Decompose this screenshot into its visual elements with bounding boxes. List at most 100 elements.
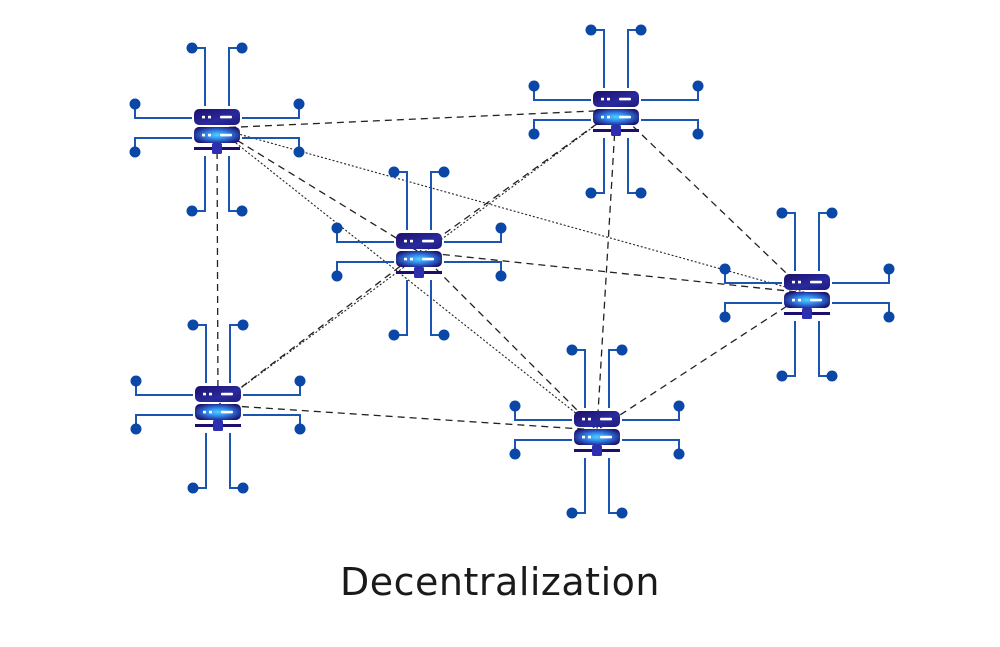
- link-A-D-dotted: [216, 127, 808, 294]
- server-led: [404, 257, 407, 261]
- circuit-dot: [566, 344, 578, 356]
- circuit-dot: [130, 375, 142, 387]
- circuit-trace: [622, 439, 680, 454]
- circuit-trace: [134, 104, 192, 119]
- circuit-dot: [826, 207, 838, 219]
- circuit-dot: [236, 205, 248, 217]
- server-led: [798, 298, 801, 302]
- circuit-trace: [430, 280, 444, 336]
- circuit-trace: [641, 119, 699, 134]
- server-led: [202, 115, 205, 119]
- circuit-dot: [236, 42, 248, 54]
- link-C-E-dashed: [217, 251, 420, 406]
- server-icon: [784, 274, 830, 319]
- circuit-dot: [719, 311, 731, 323]
- server-connector: [414, 267, 424, 278]
- circuit-dot: [129, 98, 141, 110]
- circuit-trace: [608, 349, 622, 408]
- circuit-trace: [608, 458, 622, 514]
- circuit-trace: [782, 321, 796, 377]
- circuit-dot: [187, 482, 199, 494]
- server-led: [202, 133, 205, 137]
- link-A-B-dashed: [216, 109, 617, 129]
- server-icon: [396, 233, 442, 278]
- circuit-trace: [782, 212, 796, 271]
- server-led: [410, 257, 413, 261]
- server-led: [588, 417, 591, 421]
- links-layer: [216, 109, 808, 431]
- server-led: [203, 392, 206, 396]
- server-center-node: [331, 166, 507, 341]
- circuit-trace: [818, 212, 832, 271]
- circuit-dot: [331, 222, 343, 234]
- link-C-F-dashed: [418, 251, 598, 431]
- circuit-trace: [533, 119, 591, 134]
- server-icon: [194, 109, 240, 154]
- circuit-dot: [294, 375, 306, 387]
- server-slot: [422, 257, 434, 261]
- diagram-title: Decentralization: [340, 560, 660, 604]
- circuit-dot: [438, 166, 450, 178]
- circuit-trace: [430, 171, 444, 230]
- circuit-dot: [616, 344, 628, 356]
- circuit-dot: [186, 42, 198, 54]
- circuit-dot: [495, 222, 507, 234]
- circuit-dot: [129, 146, 141, 158]
- link-B-E-dotted: [217, 109, 617, 406]
- circuit-dot: [509, 400, 521, 412]
- circuit-trace: [134, 137, 192, 152]
- circuit-trace: [192, 47, 206, 106]
- circuit-trace: [135, 381, 193, 396]
- circuit-trace: [336, 261, 394, 276]
- circuit-dot: [509, 448, 521, 460]
- server-slot: [810, 280, 822, 284]
- server-led: [410, 239, 413, 243]
- circuit-trace: [242, 137, 300, 152]
- server-led: [582, 435, 585, 439]
- circuit-dot: [130, 423, 142, 435]
- server-slot: [422, 239, 434, 243]
- circuit-dot: [388, 329, 400, 341]
- server-slot: [600, 417, 612, 421]
- link-B-D-dashed: [615, 109, 808, 294]
- circuit-dots: [331, 166, 507, 341]
- server-led: [404, 239, 407, 243]
- circuit-trace: [192, 156, 206, 212]
- circuit-dot: [776, 207, 788, 219]
- server-right-node: [719, 207, 895, 382]
- circuit-trace: [394, 171, 408, 230]
- circuit-trace: [514, 439, 572, 454]
- server-unit-bottom: [593, 109, 639, 125]
- server-icon: [195, 386, 241, 431]
- circuit-dot: [692, 128, 704, 140]
- server-icon: [574, 411, 620, 456]
- circuit-trace: [724, 269, 782, 284]
- server-unit-top: [574, 411, 620, 427]
- server-unit-top: [396, 233, 442, 249]
- circuit-dot: [776, 370, 788, 382]
- server-led: [209, 392, 212, 396]
- circuit-trace: [627, 29, 641, 88]
- circuit-trace: [242, 104, 300, 119]
- circuit-dot: [616, 507, 628, 519]
- server-slot: [810, 298, 822, 302]
- circuit-dots: [129, 42, 305, 217]
- circuit-dot: [585, 24, 597, 36]
- server-led: [601, 115, 604, 119]
- server-led: [209, 410, 212, 414]
- link-D-F-dashed: [596, 292, 808, 431]
- server-unit-bottom: [195, 404, 241, 420]
- nodes-layer: [129, 24, 895, 519]
- circuit-dot: [635, 187, 647, 199]
- circuit-trace: [243, 414, 301, 429]
- circuit-dots: [130, 319, 306, 494]
- circuit-dot: [673, 448, 685, 460]
- server-bottom-left-node: [130, 319, 306, 494]
- circuit-trace: [444, 228, 502, 243]
- server-led: [792, 298, 795, 302]
- server-led: [203, 410, 206, 414]
- server-unit-bottom: [194, 127, 240, 143]
- link-E-F-dashed: [217, 404, 598, 431]
- circuit-trace: [591, 29, 605, 88]
